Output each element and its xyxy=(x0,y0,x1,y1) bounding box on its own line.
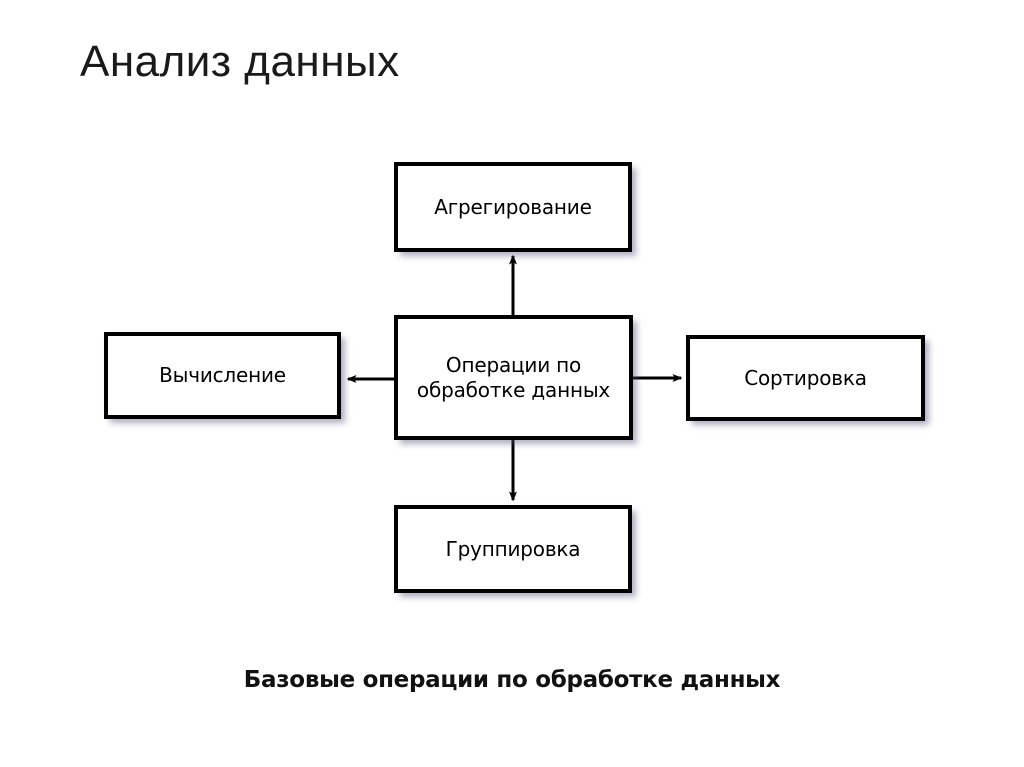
node-calculation[interactable]: Вычисление xyxy=(104,332,341,419)
node-center-operations-label: Операции по обработке данных xyxy=(416,352,611,402)
node-sorting-label: Сортировка xyxy=(744,365,867,390)
node-grouping[interactable]: Группировка xyxy=(394,505,632,593)
node-center-operations[interactable]: Операции по обработке данных xyxy=(394,315,633,440)
node-sorting[interactable]: Сортировка xyxy=(686,335,925,421)
node-grouping-label: Группировка xyxy=(445,536,581,561)
node-calculation-label: Вычисление xyxy=(159,363,286,387)
node-aggregation-label: Агрегирование xyxy=(434,194,592,219)
page-title: Анализ данных xyxy=(80,37,400,86)
node-aggregation[interactable]: Агрегирование xyxy=(394,162,632,252)
diagram-caption: Базовые операции по обработке данных xyxy=(243,667,781,693)
